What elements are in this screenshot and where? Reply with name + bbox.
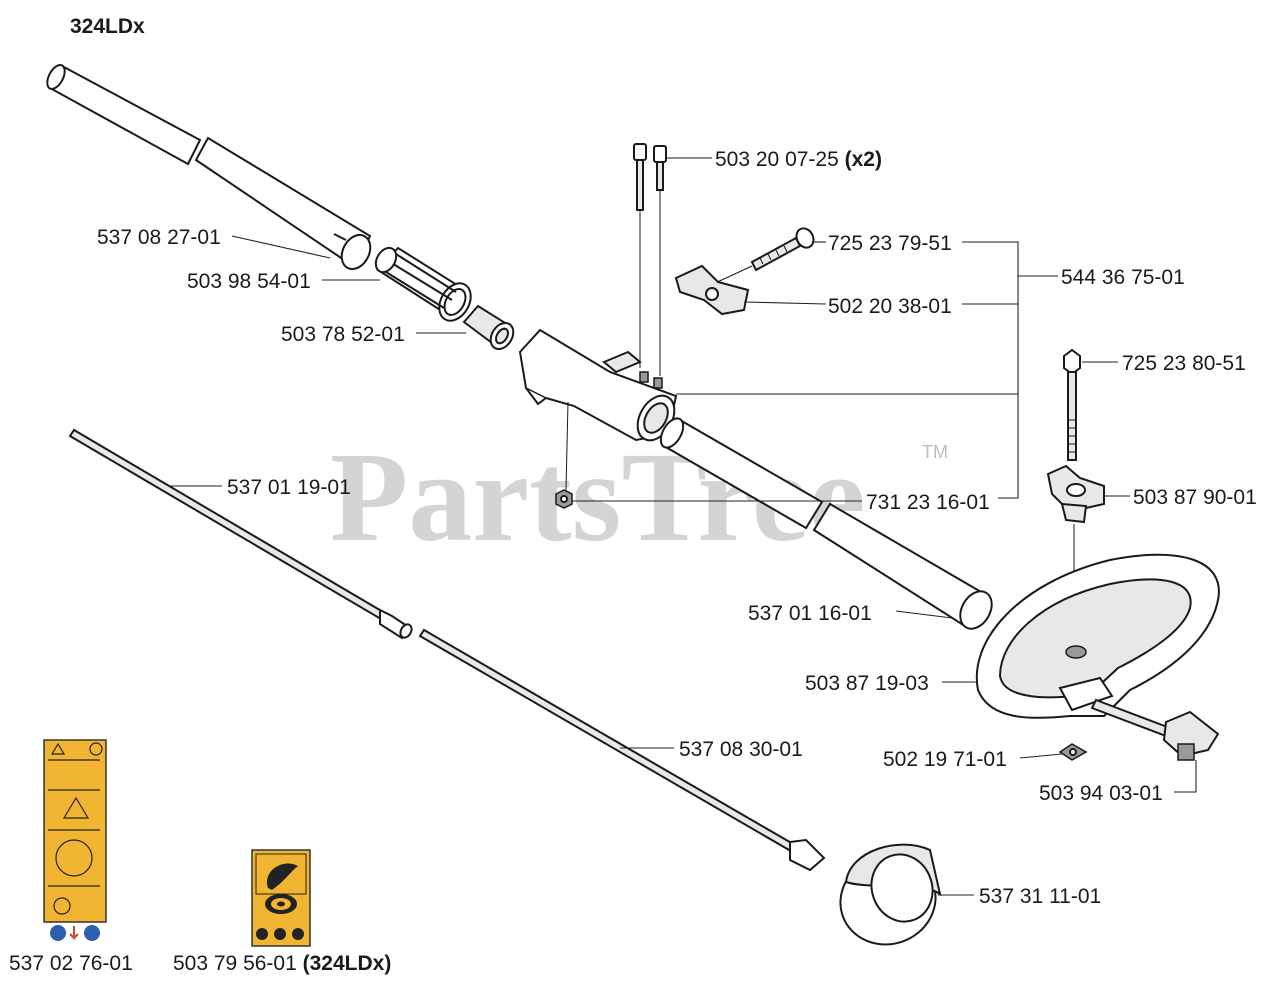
drive-shaft-part (68, 428, 413, 640)
flex-shaft-part (418, 628, 826, 872)
label-drive-shaft: 537 01 19-01 (227, 476, 351, 499)
guard-part (839, 843, 942, 946)
label-knob: 502 20 38-01 (828, 295, 952, 318)
knob-part (674, 264, 750, 316)
bushing-part (374, 246, 472, 322)
label-bolt-knob: 725 23 79-51 (828, 232, 952, 255)
label-flex-shaft: 537 08 30-01 (679, 738, 803, 761)
label-bolt-handle: 725 23 80-51 (1122, 352, 1246, 375)
label-decal-trimmer-model: (324LDx) (303, 952, 392, 975)
label-tube-lower: 537 01 16-01 (748, 602, 872, 625)
label-screws-qty: (x2) (845, 148, 882, 171)
label-decal-trimmer-number: 503 79 56-01 (173, 952, 297, 975)
label-tube-upper: 537 08 27-01 (97, 226, 221, 249)
warning-decal-part (43, 739, 107, 942)
handle-bolt-part (1063, 348, 1081, 461)
label-nut: 731 23 16-01 (866, 491, 990, 514)
label-wing-knob: 503 87 90-01 (1133, 486, 1257, 509)
leader-lines (168, 157, 1197, 896)
nut-part (555, 489, 573, 509)
upper-tube-part (46, 64, 372, 271)
label-bushing: 503 98 54-01 (187, 270, 311, 293)
label-screws-number: 503 20 07-25 (715, 148, 839, 171)
label-handle: 503 87 19-03 (805, 672, 929, 695)
label-decal-warning: 537 02 76-01 (9, 952, 133, 975)
trimmer-decal-part (251, 849, 311, 947)
label-clamp: 503 94 03-01 (1039, 782, 1163, 805)
label-coupler: 503 78 52-01 (281, 323, 405, 346)
label-decal-trimmer: 503 79 56-01 (324LDx) (173, 952, 391, 975)
label-guard: 537 31 11-01 (979, 885, 1101, 908)
diagram-title: 324LDx (70, 15, 145, 38)
label-assembly: 544 36 75-01 (1061, 266, 1185, 289)
screws-part (633, 143, 667, 376)
watermark-trademark: TM (922, 442, 948, 462)
wing-knob-part (1046, 464, 1105, 650)
coupler-part (462, 304, 515, 351)
label-square-nut: 502 19 71-01 (883, 748, 1007, 771)
label-screws: 503 20 07-25 (x2) (715, 148, 882, 171)
knob-bolt-part (699, 227, 815, 291)
clamp-bolt-part (1090, 698, 1220, 761)
square-nut-part (1058, 743, 1088, 761)
loop-handle-part (975, 553, 1220, 719)
